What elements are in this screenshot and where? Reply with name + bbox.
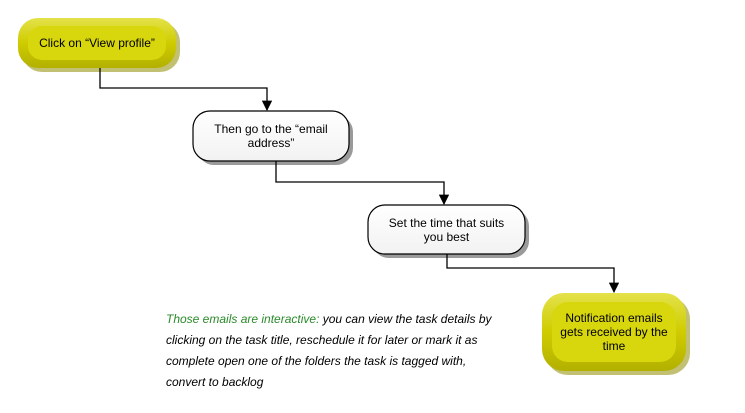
connector-1-to-2 <box>99 68 273 112</box>
connector-2-to-3 <box>275 161 450 206</box>
step-4-node <box>542 293 690 375</box>
step-3-node <box>367 204 529 258</box>
interactive-emails-note: Those emails are interactive: you can vi… <box>166 309 502 393</box>
step-2-node <box>192 110 353 165</box>
connector-3-to-4 <box>446 254 620 294</box>
note-body: you can view the task details by clickin… <box>166 312 492 389</box>
step-1-node <box>18 18 180 72</box>
note-lead: Those emails are interactive: <box>166 312 320 326</box>
